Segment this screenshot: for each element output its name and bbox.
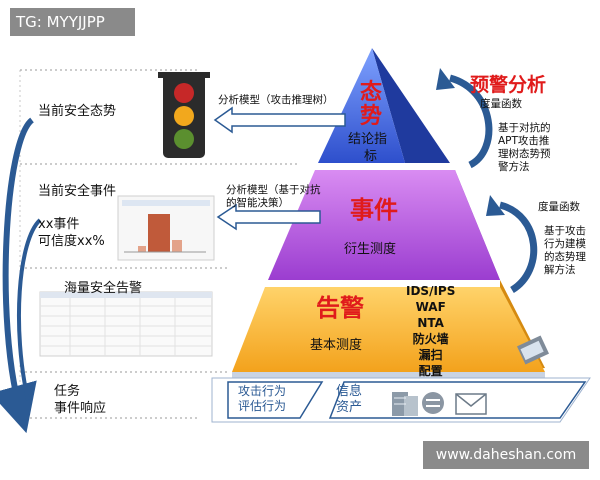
source-scan: 漏扫	[418, 348, 443, 362]
pyramid-top-sub-2: 标	[364, 149, 378, 164]
method-1-line-4: 警方法	[498, 161, 530, 173]
computer-icon	[516, 335, 550, 365]
method-2-line-3: 的态势理	[544, 251, 586, 263]
pyramid-top-title-1: 态	[360, 79, 383, 105]
situation-label: 当前安全态势	[38, 104, 117, 119]
router-icon	[422, 392, 444, 414]
model-mid-line-2: 的智能决策）	[226, 197, 289, 209]
method-2-line-1: 基于攻击	[544, 225, 586, 237]
task-line-2: 事件响应	[54, 401, 107, 416]
mail-icon	[455, 393, 487, 415]
tg-tag: TG: MYYJJPP	[10, 8, 135, 36]
pyramid-bot-title: 告警	[316, 293, 364, 322]
model-arrow-top	[213, 106, 346, 134]
attack-box: 攻击行为 评估行为	[238, 384, 286, 414]
info-box-frame	[328, 381, 587, 419]
source-ids: IDS/IPS	[406, 284, 456, 298]
info-line-1: 信息	[336, 384, 363, 399]
pyramid-top-title-2: 势	[360, 103, 383, 129]
model-mid-line-1: 分析模型（基于对抗	[226, 184, 321, 196]
method-1-line-3: 理树态势预	[498, 148, 551, 160]
traffic-light-icon	[158, 72, 210, 158]
pyramid-mid-face	[268, 170, 500, 280]
method-2: 基于攻击 行为建模 的态势理 解方法	[544, 225, 586, 277]
watermark: www.daheshan.com	[423, 441, 589, 469]
source-config: 配置	[418, 364, 443, 378]
right-arrow-1-head	[436, 68, 455, 90]
pyramid-mid-title: 事件	[350, 195, 398, 224]
model-top-label: 分析模型（攻击推理树）	[218, 94, 334, 106]
event-chart-thumbnail	[117, 195, 215, 261]
metric-1-label: 度量函数	[480, 98, 522, 110]
warning-heading: 预警分析	[470, 74, 547, 96]
model-arrow-mid	[216, 203, 321, 231]
alerts-label: 海量安全告警	[64, 281, 143, 296]
pyramid-bot-sub: 基本测度	[310, 338, 363, 353]
events-title: 当前安全事件	[38, 184, 117, 199]
source-firewall: 防火墙	[412, 332, 449, 346]
task-line-1: 任务	[54, 384, 81, 399]
source-nta: NTA	[417, 316, 444, 330]
method-2-line-4: 解方法	[544, 264, 576, 276]
right-arrow-1	[448, 74, 493, 169]
pyramid-top-side	[372, 48, 450, 163]
source-list: IDS/IPS WAF NTA 防火墙 漏扫 配置	[406, 283, 455, 379]
metric-2-label: 度量函数	[538, 201, 580, 213]
server-icon	[392, 392, 418, 416]
pyramid-top-face	[318, 48, 405, 163]
attack-line-1: 攻击行为	[238, 384, 287, 398]
method-1-line-1: 基于对抗的	[498, 122, 551, 134]
method-1: 基于对抗的 APT攻击推 理树态势预 警方法	[498, 122, 551, 174]
events-line-2: 可信度xx%	[38, 234, 105, 249]
left-feedback-arrow-2	[17, 218, 42, 401]
attack-line-2: 评估行为	[238, 399, 287, 413]
method-1-line-2: APT攻击推	[498, 135, 550, 147]
pyramid-bot-face	[232, 287, 545, 372]
attack-box-frame	[227, 381, 324, 419]
info-line-2: 资产	[336, 400, 363, 415]
right-arrow-2-head	[486, 195, 505, 216]
pyramid-top-sub-1: 结论指	[348, 132, 388, 147]
source-waf: WAF	[415, 300, 446, 314]
info-box: 信息 资产	[336, 384, 362, 416]
pyramid-base-band	[232, 372, 545, 378]
pyramid-mid-sub: 衍生测度	[344, 242, 397, 257]
left-feedback-arrow	[0, 117, 37, 434]
alert-table-thumbnail	[39, 291, 213, 357]
right-arrow-2	[498, 201, 538, 293]
events-line-1: xx事件	[38, 217, 80, 232]
method-2-line-2: 行为建模	[544, 238, 586, 250]
